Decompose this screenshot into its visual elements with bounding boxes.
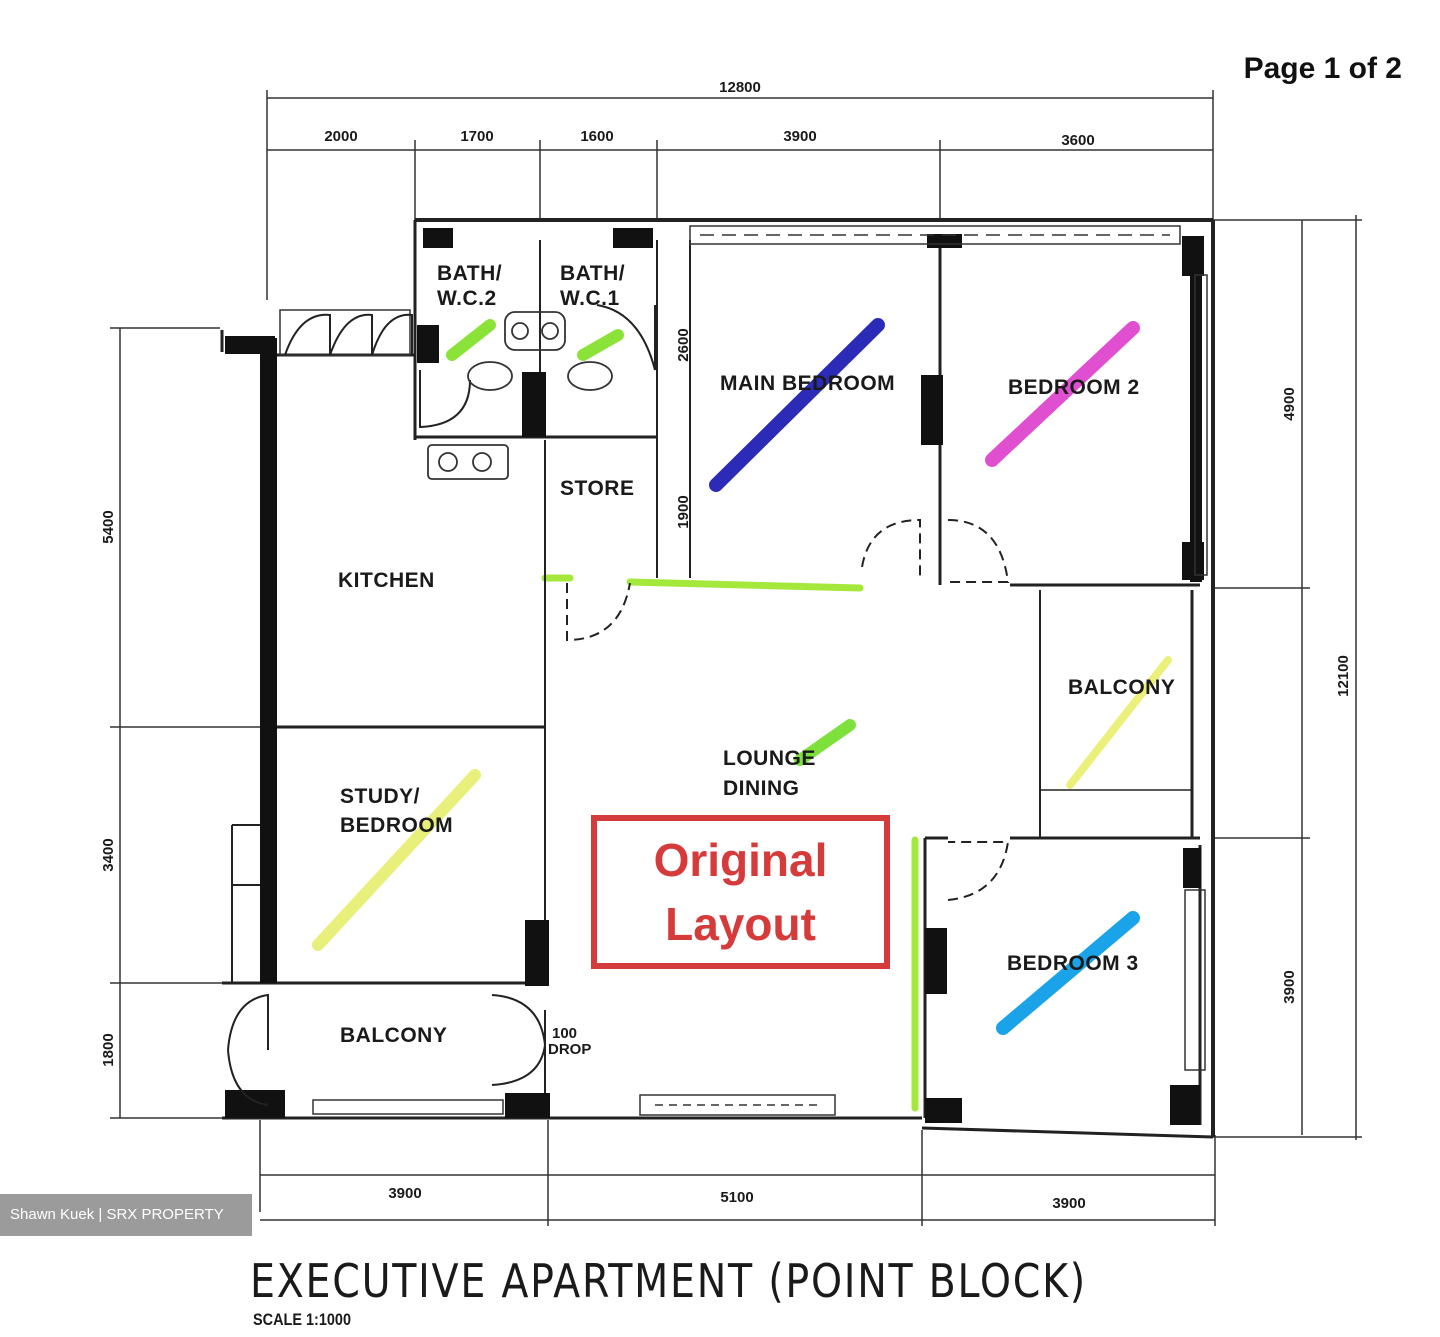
balcony-right-highlight xyxy=(1066,656,1172,789)
bedroom2-highlight xyxy=(985,321,1140,467)
dim-top-2: 1700 xyxy=(460,128,493,145)
bedroom3-label: BEDROOM 3 xyxy=(1007,952,1139,975)
dim-top-1: 2000 xyxy=(324,128,357,145)
study-label-line1: STUDY/ xyxy=(340,785,420,808)
plan-scale: SCALE 1:1000 xyxy=(253,1310,351,1329)
main-bedroom-highlight xyxy=(709,318,885,492)
dim-inner-2600: 2600 xyxy=(675,328,692,361)
balcony-bottom-label: BALCONY xyxy=(340,1024,447,1047)
room-labels: BATH/ W.C.2 BATH/ W.C.1 MAIN BEDROOM BED… xyxy=(338,262,1175,1058)
windows xyxy=(279,225,1208,1116)
dim-top-5: 3600 xyxy=(1061,132,1094,149)
dim-left-2: 3400 xyxy=(100,838,117,871)
dim-top-overall: 12800 xyxy=(719,79,761,96)
fixtures xyxy=(427,311,613,480)
bath1-highlight xyxy=(577,329,624,361)
study-label-line2: BEDROOM xyxy=(340,814,453,837)
living-label-line1: LOUNGE xyxy=(723,747,816,770)
dim-right-1: 4900 xyxy=(1281,387,1298,420)
drop-label-line2: DROP xyxy=(548,1041,591,1058)
dim-top-3: 1600 xyxy=(580,128,613,145)
store-label: STORE xyxy=(560,477,634,500)
main-bedroom-label: MAIN BEDROOM xyxy=(720,372,895,395)
marker-highlights xyxy=(312,318,1172,1112)
doors xyxy=(227,304,1010,1106)
dim-right-2: 3900 xyxy=(1281,970,1298,1003)
dim-bottom-3: 3900 xyxy=(1052,1195,1085,1212)
page-indicator: Page 1 of 2 xyxy=(1243,52,1402,85)
dim-right-overall: 12100 xyxy=(1335,655,1352,697)
bath1-label-line2: W.C.1 xyxy=(560,287,620,310)
living-label-line2: DINING xyxy=(723,777,800,800)
dimension-labels: 12800 2000 1700 1600 3900 3600 3900 5100… xyxy=(100,79,1352,1212)
study-highlight xyxy=(312,769,481,951)
dim-inner-1900: 1900 xyxy=(675,495,692,528)
drop-label-line1: 100 xyxy=(552,1025,577,1042)
stamp-line1: Original xyxy=(653,833,828,886)
walls xyxy=(220,218,1215,1139)
dim-bottom-1: 3900 xyxy=(388,1185,421,1202)
living-highlight xyxy=(794,719,856,766)
watermark: Shawn Kuek | SRX PROPERTY xyxy=(0,1194,252,1236)
dim-left-3: 1800 xyxy=(100,1033,117,1066)
dim-top-4: 3900 xyxy=(783,128,816,145)
dimension-lines xyxy=(110,90,1362,1226)
bath2-label-line1: BATH/ xyxy=(437,262,502,285)
bedroom3-highlight xyxy=(996,911,1140,1035)
dim-bottom-2: 5100 xyxy=(720,1189,753,1206)
kitchen-label: KITCHEN xyxy=(338,569,435,592)
bedroom2-label: BEDROOM 2 xyxy=(1008,376,1140,399)
store-green-wall xyxy=(541,574,864,592)
plan-title: EXECUTIVE APARTMENT (POINT BLOCK) xyxy=(250,1254,1087,1308)
dim-left-1: 5400 xyxy=(100,510,117,543)
balcony-right-label: BALCONY xyxy=(1068,676,1175,699)
columns xyxy=(225,228,1204,1125)
original-layout-stamp: Original Layout xyxy=(591,815,890,969)
bath1-label-line1: BATH/ xyxy=(560,262,625,285)
bath2-label-line2: W.C.2 xyxy=(437,287,497,310)
bath2-highlight xyxy=(446,319,496,361)
stamp-line2: Layout xyxy=(665,898,816,950)
